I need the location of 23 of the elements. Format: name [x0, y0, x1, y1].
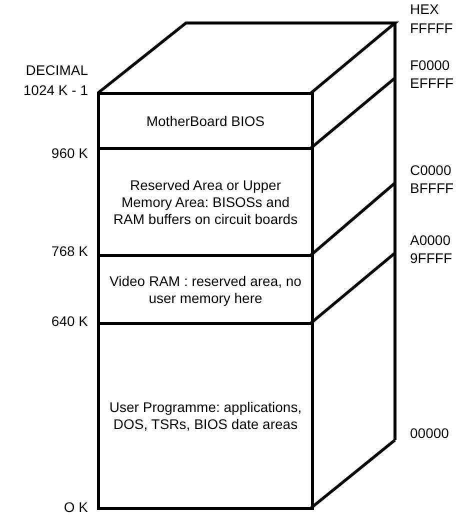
hex-address: 00000: [410, 425, 449, 441]
region-label: Reserved Area or Upper Memory Area: BISOSs and RAM buffers on circuit boards: [112, 176, 299, 228]
hex-address: 9FFFF: [410, 250, 452, 266]
memory-region: [97, 322, 314, 510]
decimal-address: 1024 K - 1: [23, 82, 88, 98]
region-label: User Programme: applications, DOS, TSRs, BIOS date areas: [108, 399, 303, 433]
memory-region: [97, 92, 314, 150]
decimal-address: 960 K: [51, 145, 88, 161]
hex-address: EFFFF: [410, 75, 454, 91]
memory-region: [97, 254, 314, 325]
hex-address: A0000: [410, 232, 450, 248]
hex-heading: HEX: [410, 1, 439, 17]
memory-region: [97, 147, 314, 257]
hex-address: F0000: [410, 57, 450, 73]
decimal-heading: DECIMAL: [26, 62, 88, 78]
decimal-address: O K: [64, 499, 88, 515]
decimal-address: 768 K: [51, 243, 88, 259]
hex-address: FFFFF: [410, 20, 453, 36]
region-label: Video RAM : reserved area, no user memory here: [108, 272, 302, 306]
decimal-address: 640 K: [51, 313, 88, 329]
hex-address: BFFFF: [410, 180, 454, 196]
hex-address: C0000: [410, 162, 452, 178]
region-label: MotherBoard BIOS: [146, 112, 265, 130]
